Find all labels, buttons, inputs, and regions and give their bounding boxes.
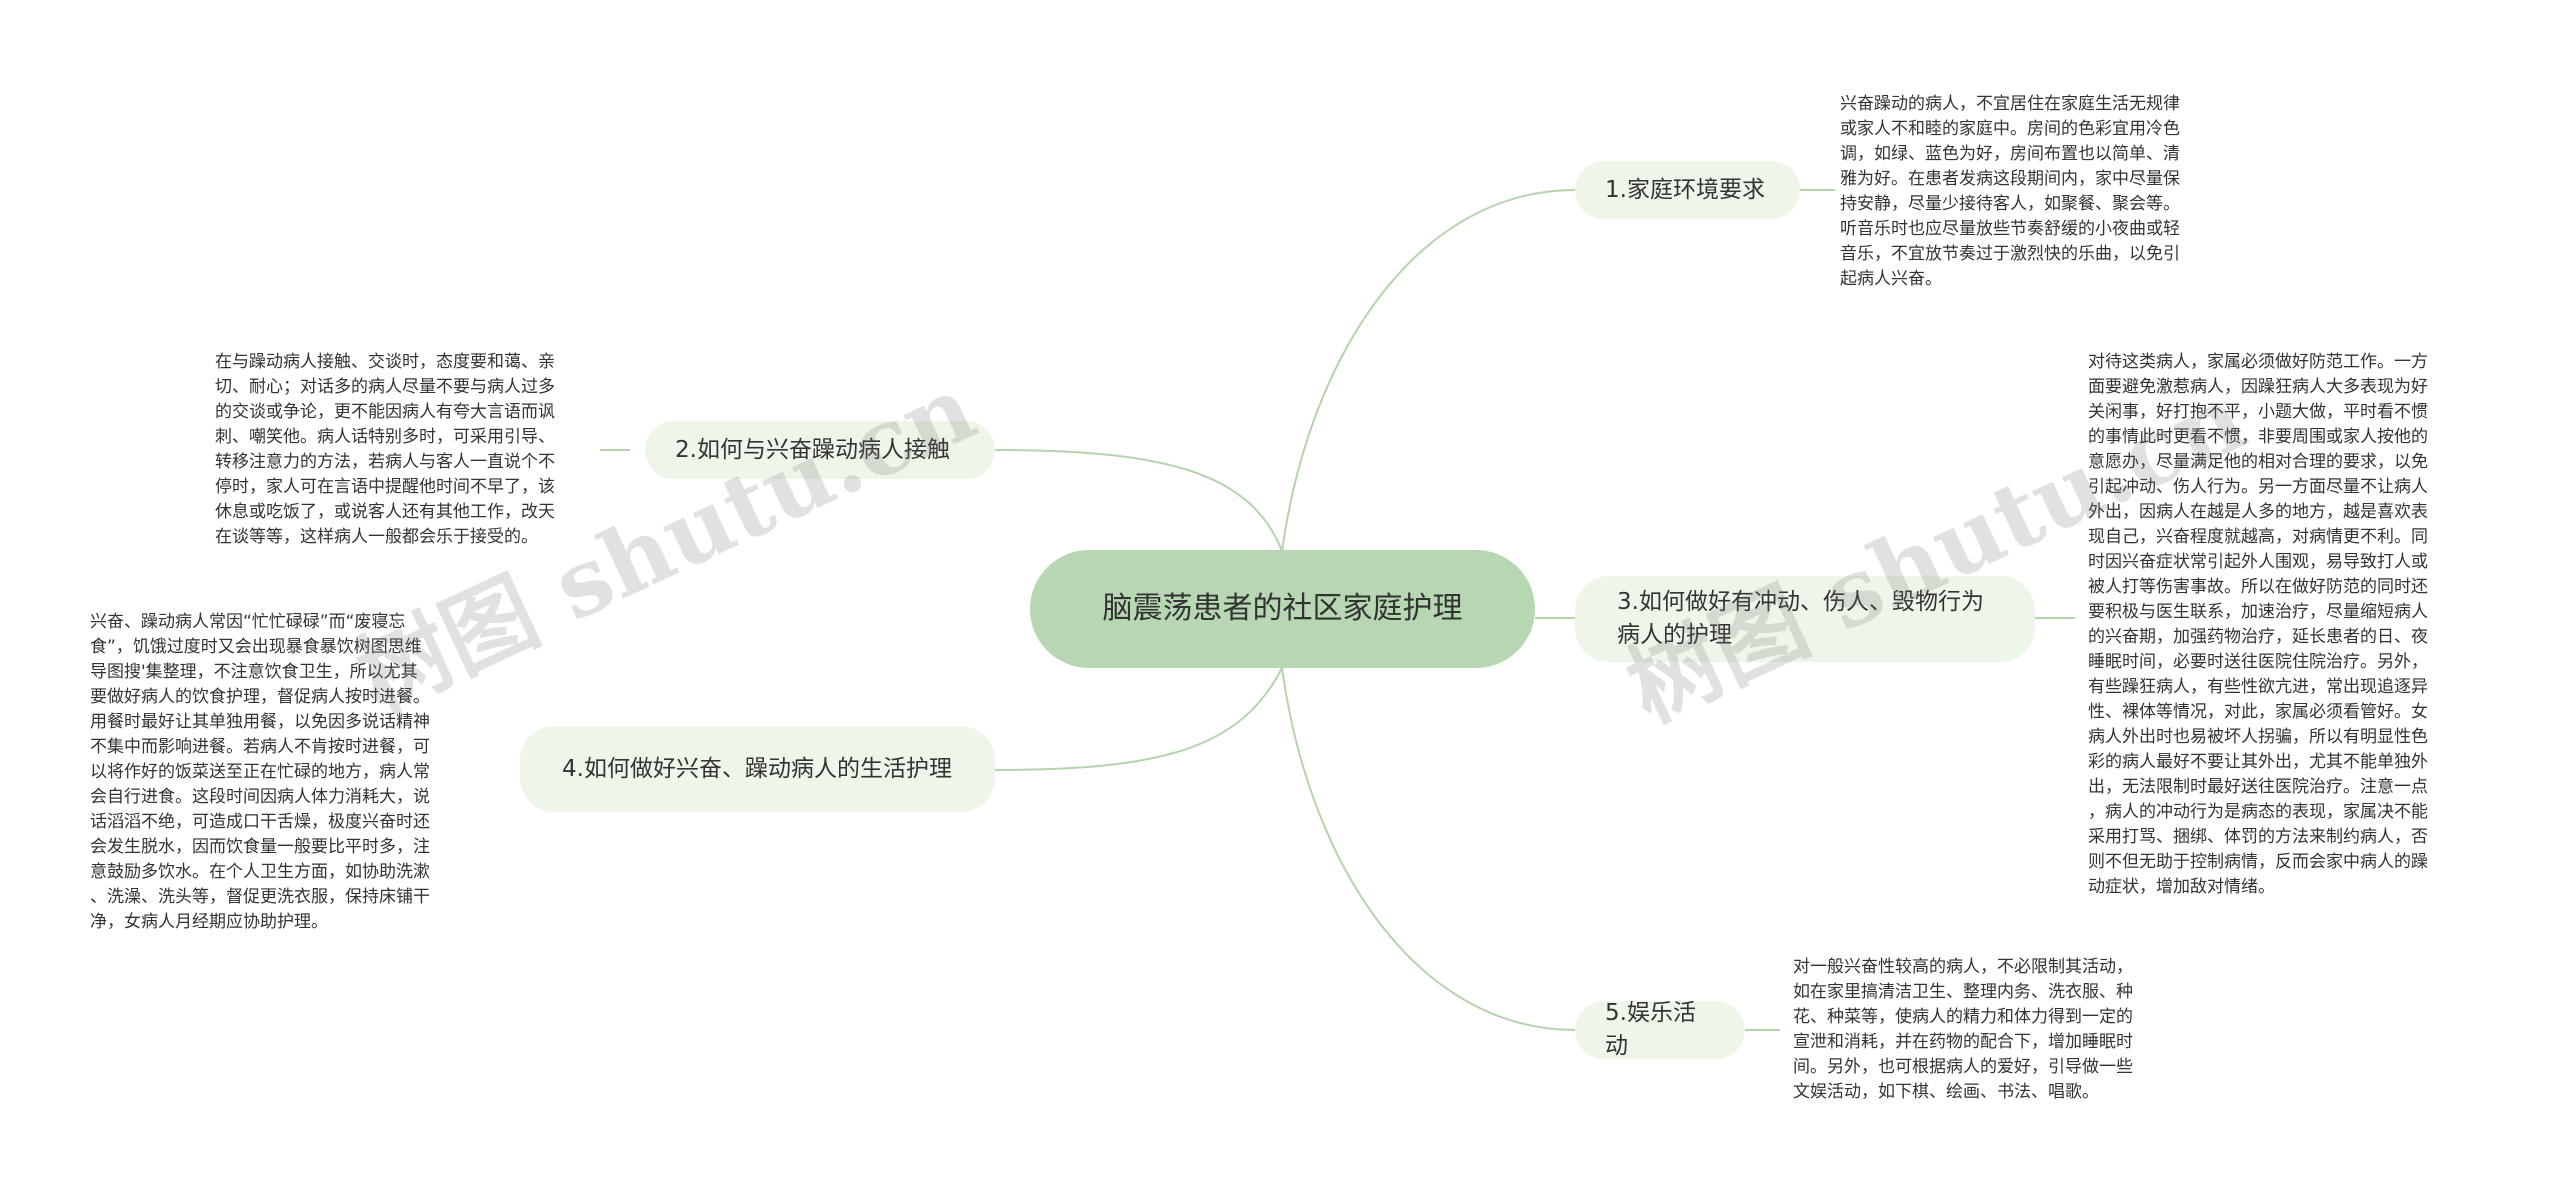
link-center-branch-5 xyxy=(1281,667,1576,1031)
link-center-branch-1 xyxy=(1281,189,1576,552)
center-title: 脑震荡患者的社区家庭护理 xyxy=(1102,591,1463,626)
leaf-text-3: 对待这类病人，家属必须做好防范工作。一方 面要避免激惹病人，因躁狂病人大多表现为… xyxy=(2088,352,2428,897)
link-center-branch-4 xyxy=(992,667,1283,771)
branch-label-4: 4.如何做好兴奋、躁动病人的生活护理 xyxy=(562,755,952,782)
branch-label-3: 3.如何做好有冲动、伤人、毁物行为病人的护理 xyxy=(1617,589,1984,648)
link-center-branch-2 xyxy=(992,449,1283,552)
branch-node-3[interactable]: 3.如何做好有冲动、伤人、毁物行为病人的护理 xyxy=(1575,576,2035,662)
leaf-text-1: 兴奋躁动的病人，不宜居住在家庭生活无规律 或家人不和睦的家庭中。房间的色彩宜用冷… xyxy=(1840,94,2180,289)
branch-node-1[interactable]: 1.家庭环境要求 xyxy=(1575,161,1800,219)
branch-node-4[interactable]: 4.如何做好兴奋、躁动病人的生活护理 xyxy=(520,726,995,812)
branch-label-2: 2.如何与兴奋躁动病人接触 xyxy=(675,436,950,463)
branch-label-1: 1.家庭环境要求 xyxy=(1605,176,1765,203)
leaf-text-2: 在与躁动病人接触、交谈时，态度要和蔼、亲 切、耐心；对话多的病人尽量不要与病人过… xyxy=(215,352,555,547)
leaf-text-4: 兴奋、躁动病人常因“忙忙碌碌”而“废寝忘 食”，饥饿过度时又会出现暴食暴饮树图思… xyxy=(90,612,430,932)
leaf-text-5: 对一般兴奋性较高的病人，不必限制其活动， 如在家里搞清洁卫生、整理内务、洗衣服、… xyxy=(1793,957,2133,1102)
branch-node-2[interactable]: 2.如何与兴奋躁动病人接触 xyxy=(645,421,995,479)
branch-label-5: 5.娱乐活动 xyxy=(1605,1000,1696,1059)
center-node[interactable]: 脑震荡患者的社区家庭护理 xyxy=(1030,550,1535,668)
branch-node-5[interactable]: 5.娱乐活动 xyxy=(1575,1000,1745,1059)
